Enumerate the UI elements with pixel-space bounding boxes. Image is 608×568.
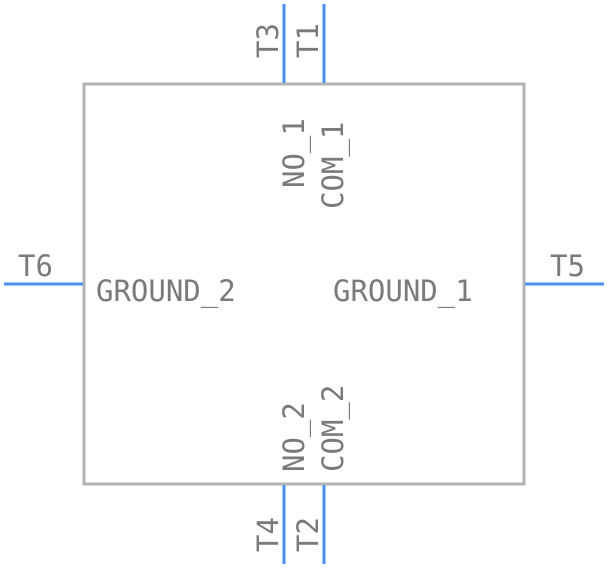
pin-label-t2: T2 — [291, 517, 325, 552]
signal-ground-1: GROUND_1 — [333, 274, 473, 309]
pin-label-t4: T4 — [251, 517, 285, 552]
signal-ground-2: GROUND_2 — [96, 274, 236, 309]
signal-no-2: NO_2 — [277, 402, 312, 472]
pin-label-t1: T1 — [291, 23, 325, 58]
pin-label-t5: T5 — [550, 249, 585, 283]
signal-com-2: COM_2 — [316, 385, 351, 472]
component-body — [82, 82, 526, 486]
signal-no-1: NO_1 — [277, 118, 312, 188]
pin-label-t6: T6 — [18, 249, 53, 283]
pin-label-t3: T3 — [251, 23, 285, 58]
signal-com-1: COM_1 — [316, 122, 351, 209]
